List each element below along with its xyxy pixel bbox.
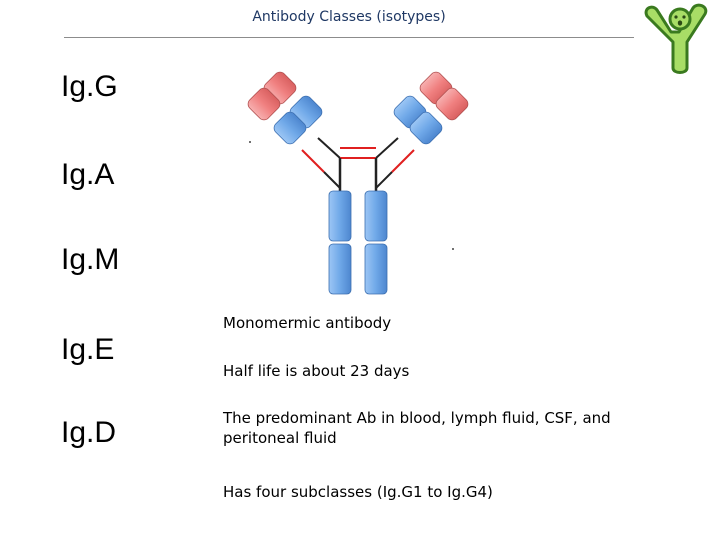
logo-head <box>668 7 692 31</box>
left-light-bond <box>301 149 325 173</box>
fact-subclasses: Has four subclasses (Ig.G1 to Ig.G4) <box>223 483 493 501</box>
fc-domain-left-upper <box>328 190 352 242</box>
fc-domain-right-upper <box>364 190 388 242</box>
logo-mouth <box>677 20 683 26</box>
isotype-ige-label: Ig.E <box>61 333 115 366</box>
left-fab-arm <box>247 71 341 189</box>
logo-eye <box>674 15 678 19</box>
left-light-chain-inner <box>247 87 281 121</box>
isotype-iga-label: Ig.A <box>61 158 115 191</box>
title-divider <box>64 37 634 38</box>
stray-dot <box>249 141 251 143</box>
fact-half-life: Half life is about 23 days <box>223 362 410 380</box>
isotype-igd-label: Ig.D <box>61 416 117 449</box>
right-hinge-line-2 <box>375 171 393 189</box>
fact-monomeric: Monomermic antibody <box>223 314 392 332</box>
fc-domain-right-lower <box>364 243 388 295</box>
right-fab-arm <box>375 71 469 189</box>
right-light-chain-inner <box>435 87 469 121</box>
isotype-igg-label: Ig.G <box>61 70 118 103</box>
right-heavy-chain-inner <box>409 111 443 145</box>
hinge-region <box>338 147 378 191</box>
fc-domain-left-lower <box>328 243 352 295</box>
stray-dot <box>452 248 454 250</box>
fc-region <box>328 190 388 295</box>
slide-title: Antibody Classes (isotypes) <box>252 9 446 25</box>
left-hinge-line-2 <box>323 171 341 189</box>
left-heavy-chain-inner <box>273 111 307 145</box>
logo-eye <box>682 15 686 19</box>
waving-person-icon <box>644 3 708 74</box>
left-hinge-line <box>317 137 341 159</box>
right-hinge-line <box>375 137 399 159</box>
antibody-diagram <box>247 71 469 295</box>
right-light-bond <box>391 149 415 173</box>
isotype-igm-label: Ig.M <box>61 243 120 276</box>
fact-predominant: The predominant Ab in blood, lymph fluid… <box>223 409 611 447</box>
